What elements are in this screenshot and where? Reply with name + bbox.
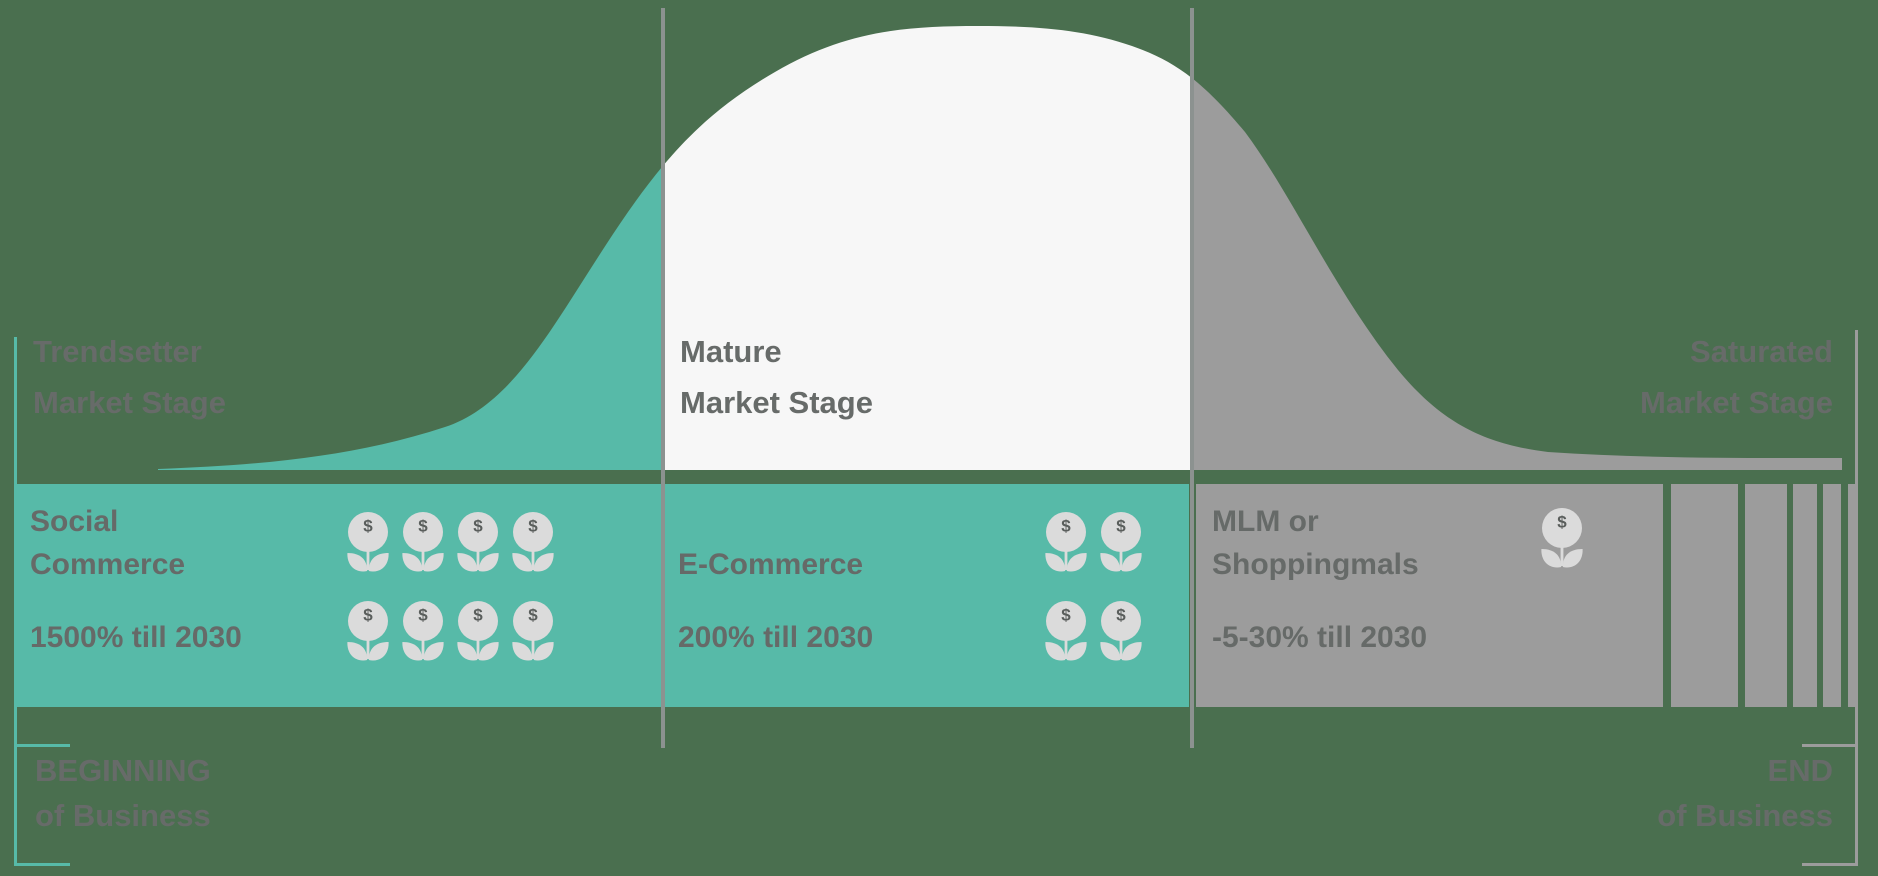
svg-text:$: $ (1116, 517, 1126, 536)
bell-segment-mature (663, 26, 1192, 470)
svg-text:$: $ (528, 517, 538, 536)
product-title-line: E-Commerce (678, 548, 864, 581)
money-flower-grid-mlm: $ (1540, 508, 1584, 570)
axis-label-line: of Business (1657, 798, 1833, 833)
svg-text:$: $ (473, 606, 483, 625)
money-flower-icon: $ (1045, 512, 1087, 572)
money-flower-icon: $ (1100, 601, 1142, 661)
product-title-line: MLM or (1212, 505, 1319, 538)
axis-label-line: END (1767, 753, 1833, 788)
bracket-tick (14, 744, 70, 747)
product-title-ecommerce: E-Commerce (678, 543, 863, 586)
svg-text:$: $ (363, 517, 373, 536)
money-flower-icon: $ (512, 601, 554, 661)
growth-ecommerce: 200% till 2030 (678, 621, 874, 654)
money-flower-icon: $ (347, 512, 389, 572)
growth-social-commerce: 1500% till 2030 (30, 621, 242, 654)
money-flower-icon: $ (512, 512, 554, 572)
money-flower-icon: $ (457, 601, 499, 661)
money-flower-grid-social: $ $ $ $ $ $ (346, 512, 555, 663)
decay-stripe (1745, 484, 1787, 707)
svg-text:$: $ (1061, 606, 1071, 625)
svg-text:$: $ (418, 517, 428, 536)
divider-trendsetter-mature (661, 8, 665, 748)
svg-text:$: $ (363, 606, 373, 625)
money-flower-icon: $ (1045, 601, 1087, 661)
divider-mature-saturated (1190, 8, 1194, 748)
stage-title-line: Market Stage (33, 385, 226, 420)
decay-stripe (1671, 484, 1738, 707)
svg-text:$: $ (528, 606, 538, 625)
growth-mlm: -5-30% till 2030 (1212, 621, 1428, 654)
axis-label-line: BEGINNING (35, 753, 211, 788)
stage-title-line: Trendsetter (33, 334, 202, 369)
axis-label-end: END of Business (1657, 748, 1833, 838)
product-title-line: Social (30, 505, 119, 538)
money-flower-icon: $ (1100, 512, 1142, 572)
stage-title-trendsetter: Trendsetter Market Stage (33, 326, 226, 428)
axis-rail-end (1855, 330, 1858, 866)
stage-title-line: Market Stage (1640, 385, 1833, 420)
money-flower-icon: $ (1541, 508, 1583, 568)
svg-text:$: $ (418, 606, 428, 625)
svg-text:$: $ (1557, 513, 1567, 532)
money-flower-icon: $ (347, 601, 389, 661)
product-title-line: Commerce (30, 548, 186, 581)
decay-stripe (1793, 484, 1817, 707)
band-social-ecommerce (14, 484, 1189, 707)
decay-stripe (1848, 484, 1857, 707)
bracket-tick (14, 863, 70, 866)
stage-title-line: Market Stage (680, 385, 873, 420)
decay-stripe (1823, 484, 1841, 707)
axis-label-line: of Business (35, 798, 211, 833)
stage-title-mature: Mature Market Stage (680, 326, 873, 428)
money-flower-grid-ecommerce: $ $ $ $ (1044, 512, 1143, 663)
product-title-mlm: MLM or Shoppingmals (1212, 500, 1419, 586)
stage-title-line: Mature (680, 334, 782, 369)
stage-title-saturated: Saturated Market Stage (1640, 326, 1833, 428)
svg-text:$: $ (473, 517, 483, 536)
money-flower-icon: $ (457, 512, 499, 572)
product-title-line: Shoppingmals (1212, 548, 1419, 581)
axis-label-beginning: BEGINNING of Business (35, 748, 211, 838)
money-flower-icon: $ (402, 512, 444, 572)
product-title-social-commerce: Social Commerce (30, 500, 185, 586)
bracket-tick (1802, 744, 1858, 747)
svg-text:$: $ (1061, 517, 1071, 536)
bracket-tick (1802, 863, 1858, 866)
band-mlm (1196, 484, 1663, 707)
svg-text:$: $ (1116, 606, 1126, 625)
axis-rail-start (14, 337, 17, 866)
money-flower-icon: $ (402, 601, 444, 661)
stage-title-line: Saturated (1690, 334, 1833, 369)
